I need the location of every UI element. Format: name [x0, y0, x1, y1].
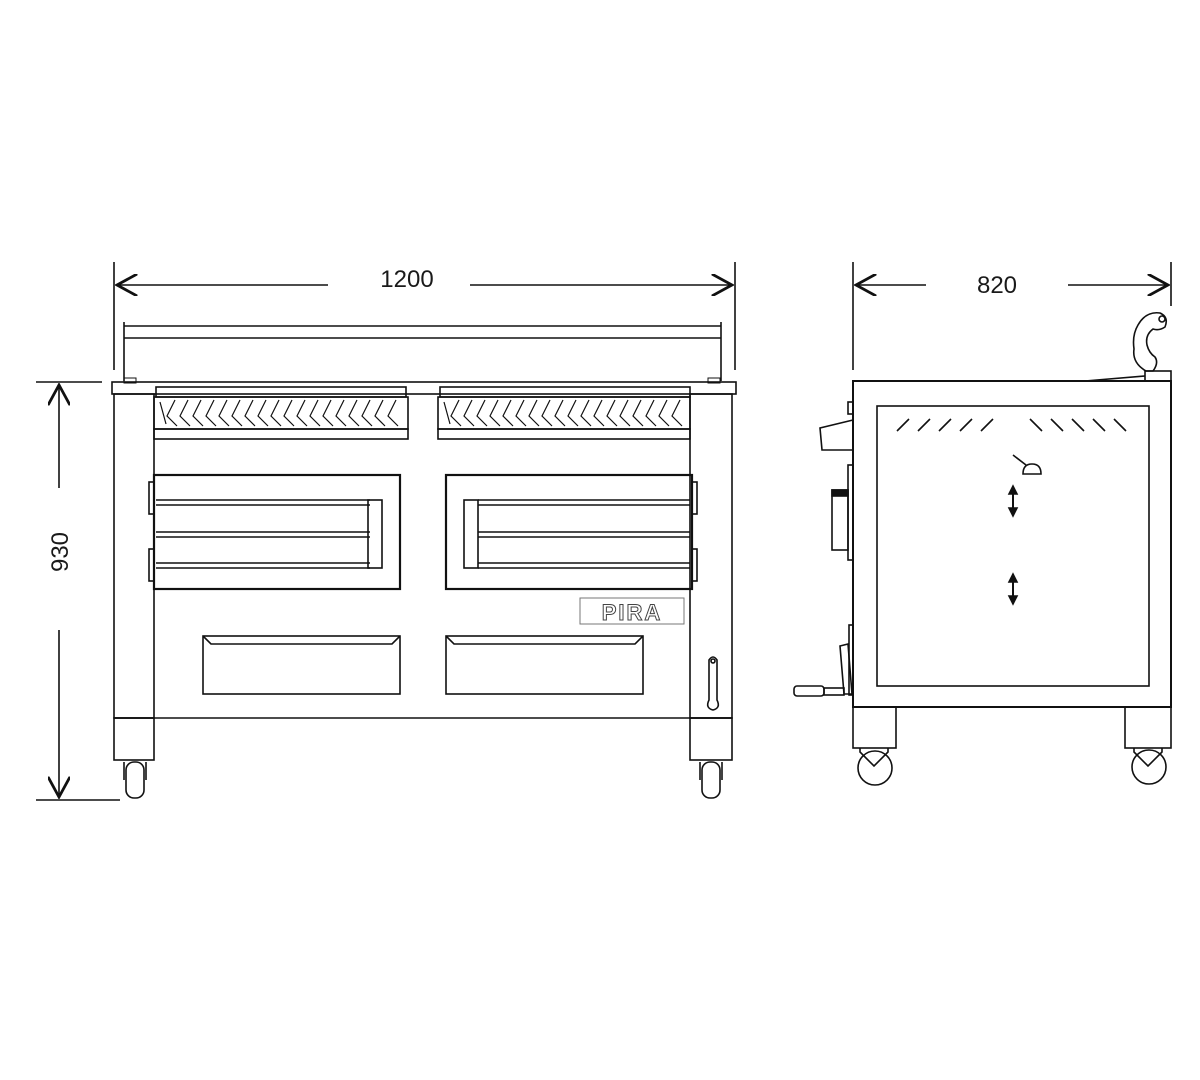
width-dimension: 1200 [113, 262, 736, 370]
caster-side-right [1131, 748, 1167, 785]
front-view: 1200 930 [36, 262, 737, 801]
vent-slots [896, 418, 1127, 432]
side-view: 820 [793, 262, 1172, 786]
caster-front-left [123, 761, 147, 799]
drawer-left [202, 635, 401, 695]
drawer-right [445, 635, 644, 695]
caster-side-left [857, 748, 893, 786]
side-fittings [793, 401, 854, 697]
adjust-arrows [1007, 484, 1019, 606]
skewer-rack-right [437, 386, 691, 440]
height-label: 930 [47, 532, 74, 572]
crank-handle [706, 656, 720, 711]
width-label: 1200 [380, 266, 433, 293]
damper-icon [1012, 454, 1042, 475]
pira-logo: PIRA [579, 597, 685, 626]
depth-label: 820 [977, 272, 1017, 299]
caster-front-right [699, 761, 723, 799]
oven-door-left [148, 473, 402, 591]
hook-handle [1084, 311, 1172, 382]
oven-door-right [444, 473, 698, 591]
svg-text:PIRA: PIRA [602, 600, 663, 625]
skewer-rack-left [153, 386, 409, 440]
depth-dimension: 820 [852, 262, 1172, 370]
height-dimension: 930 [36, 381, 120, 801]
